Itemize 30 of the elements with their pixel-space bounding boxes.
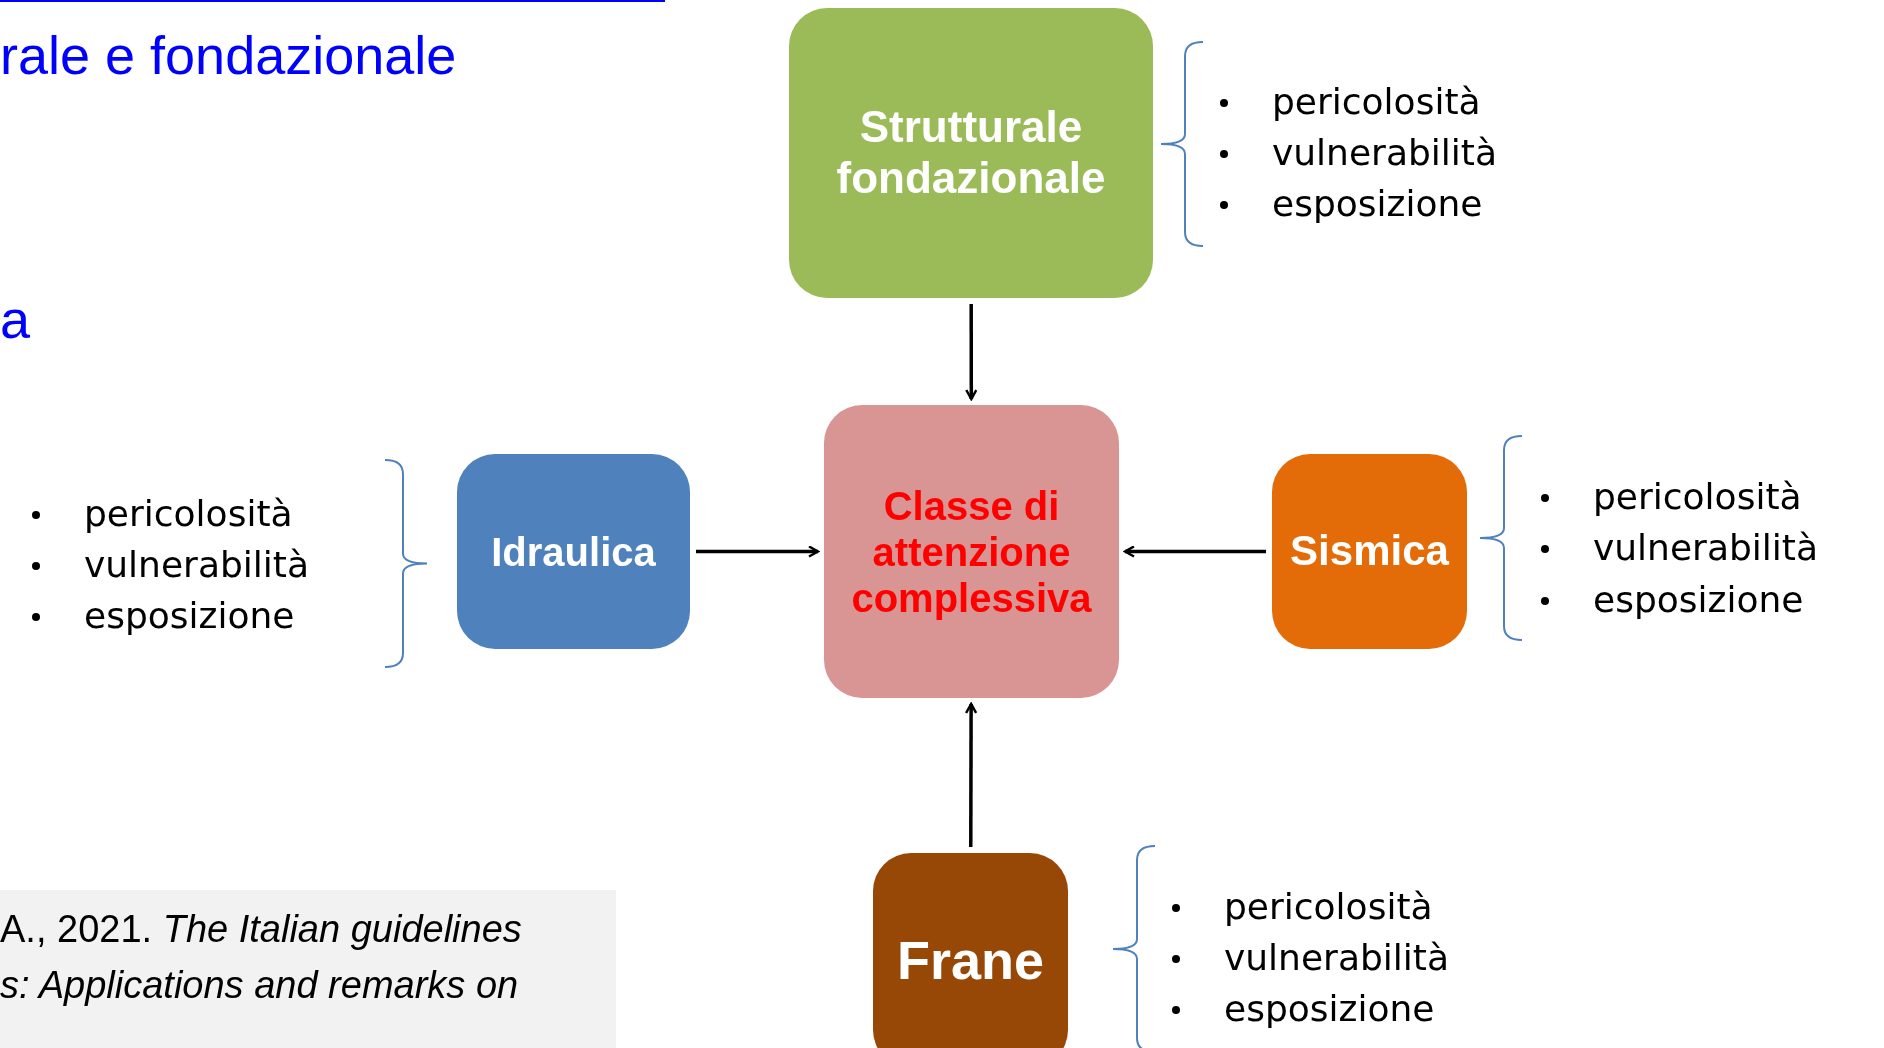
node-label: Frane [895, 929, 1046, 992]
rounded-box [824, 405, 1119, 698]
bullet-text: pericolosità [1593, 479, 1802, 515]
bullet-text: esposizione [84, 598, 295, 634]
rounded-box [1272, 454, 1467, 649]
node-label: Sismica [1289, 527, 1450, 576]
rounded-box [873, 853, 1068, 1048]
title-text: a [0, 288, 31, 350]
bullet-text: pericolosità [1272, 84, 1481, 120]
bullet-text: pericolosità [84, 496, 293, 532]
bullet-text: pericolosità [1224, 889, 1433, 925]
node-label: Classe di attenzione complessiva [850, 482, 1093, 621]
arrow [964, 702, 978, 847]
title-text: rale e fondazionale [0, 24, 457, 86]
bullet-text: vulnerabilità [1272, 135, 1497, 171]
citation-text: A., 2021. The Italian guidelines [0, 908, 522, 951]
bullet-text: esposizione [1224, 991, 1435, 1027]
bullet-text: vulnerabilità [1593, 530, 1818, 566]
bullet-text: esposizione [1272, 186, 1483, 222]
rounded-box [789, 8, 1153, 298]
bullet-text: vulnerabilità [84, 547, 309, 583]
node-label: Idraulica [490, 528, 657, 575]
rounded-box [457, 454, 690, 649]
citation-text: s: Applications and remarks on [0, 964, 519, 1007]
bullet-text: esposizione [1593, 582, 1804, 618]
arrow [1123, 545, 1266, 558]
bullet-text: vulnerabilità [1224, 940, 1449, 976]
arrow [965, 304, 978, 401]
node-label: Strutturale fondazionale [835, 102, 1107, 204]
arrow [696, 545, 820, 558]
